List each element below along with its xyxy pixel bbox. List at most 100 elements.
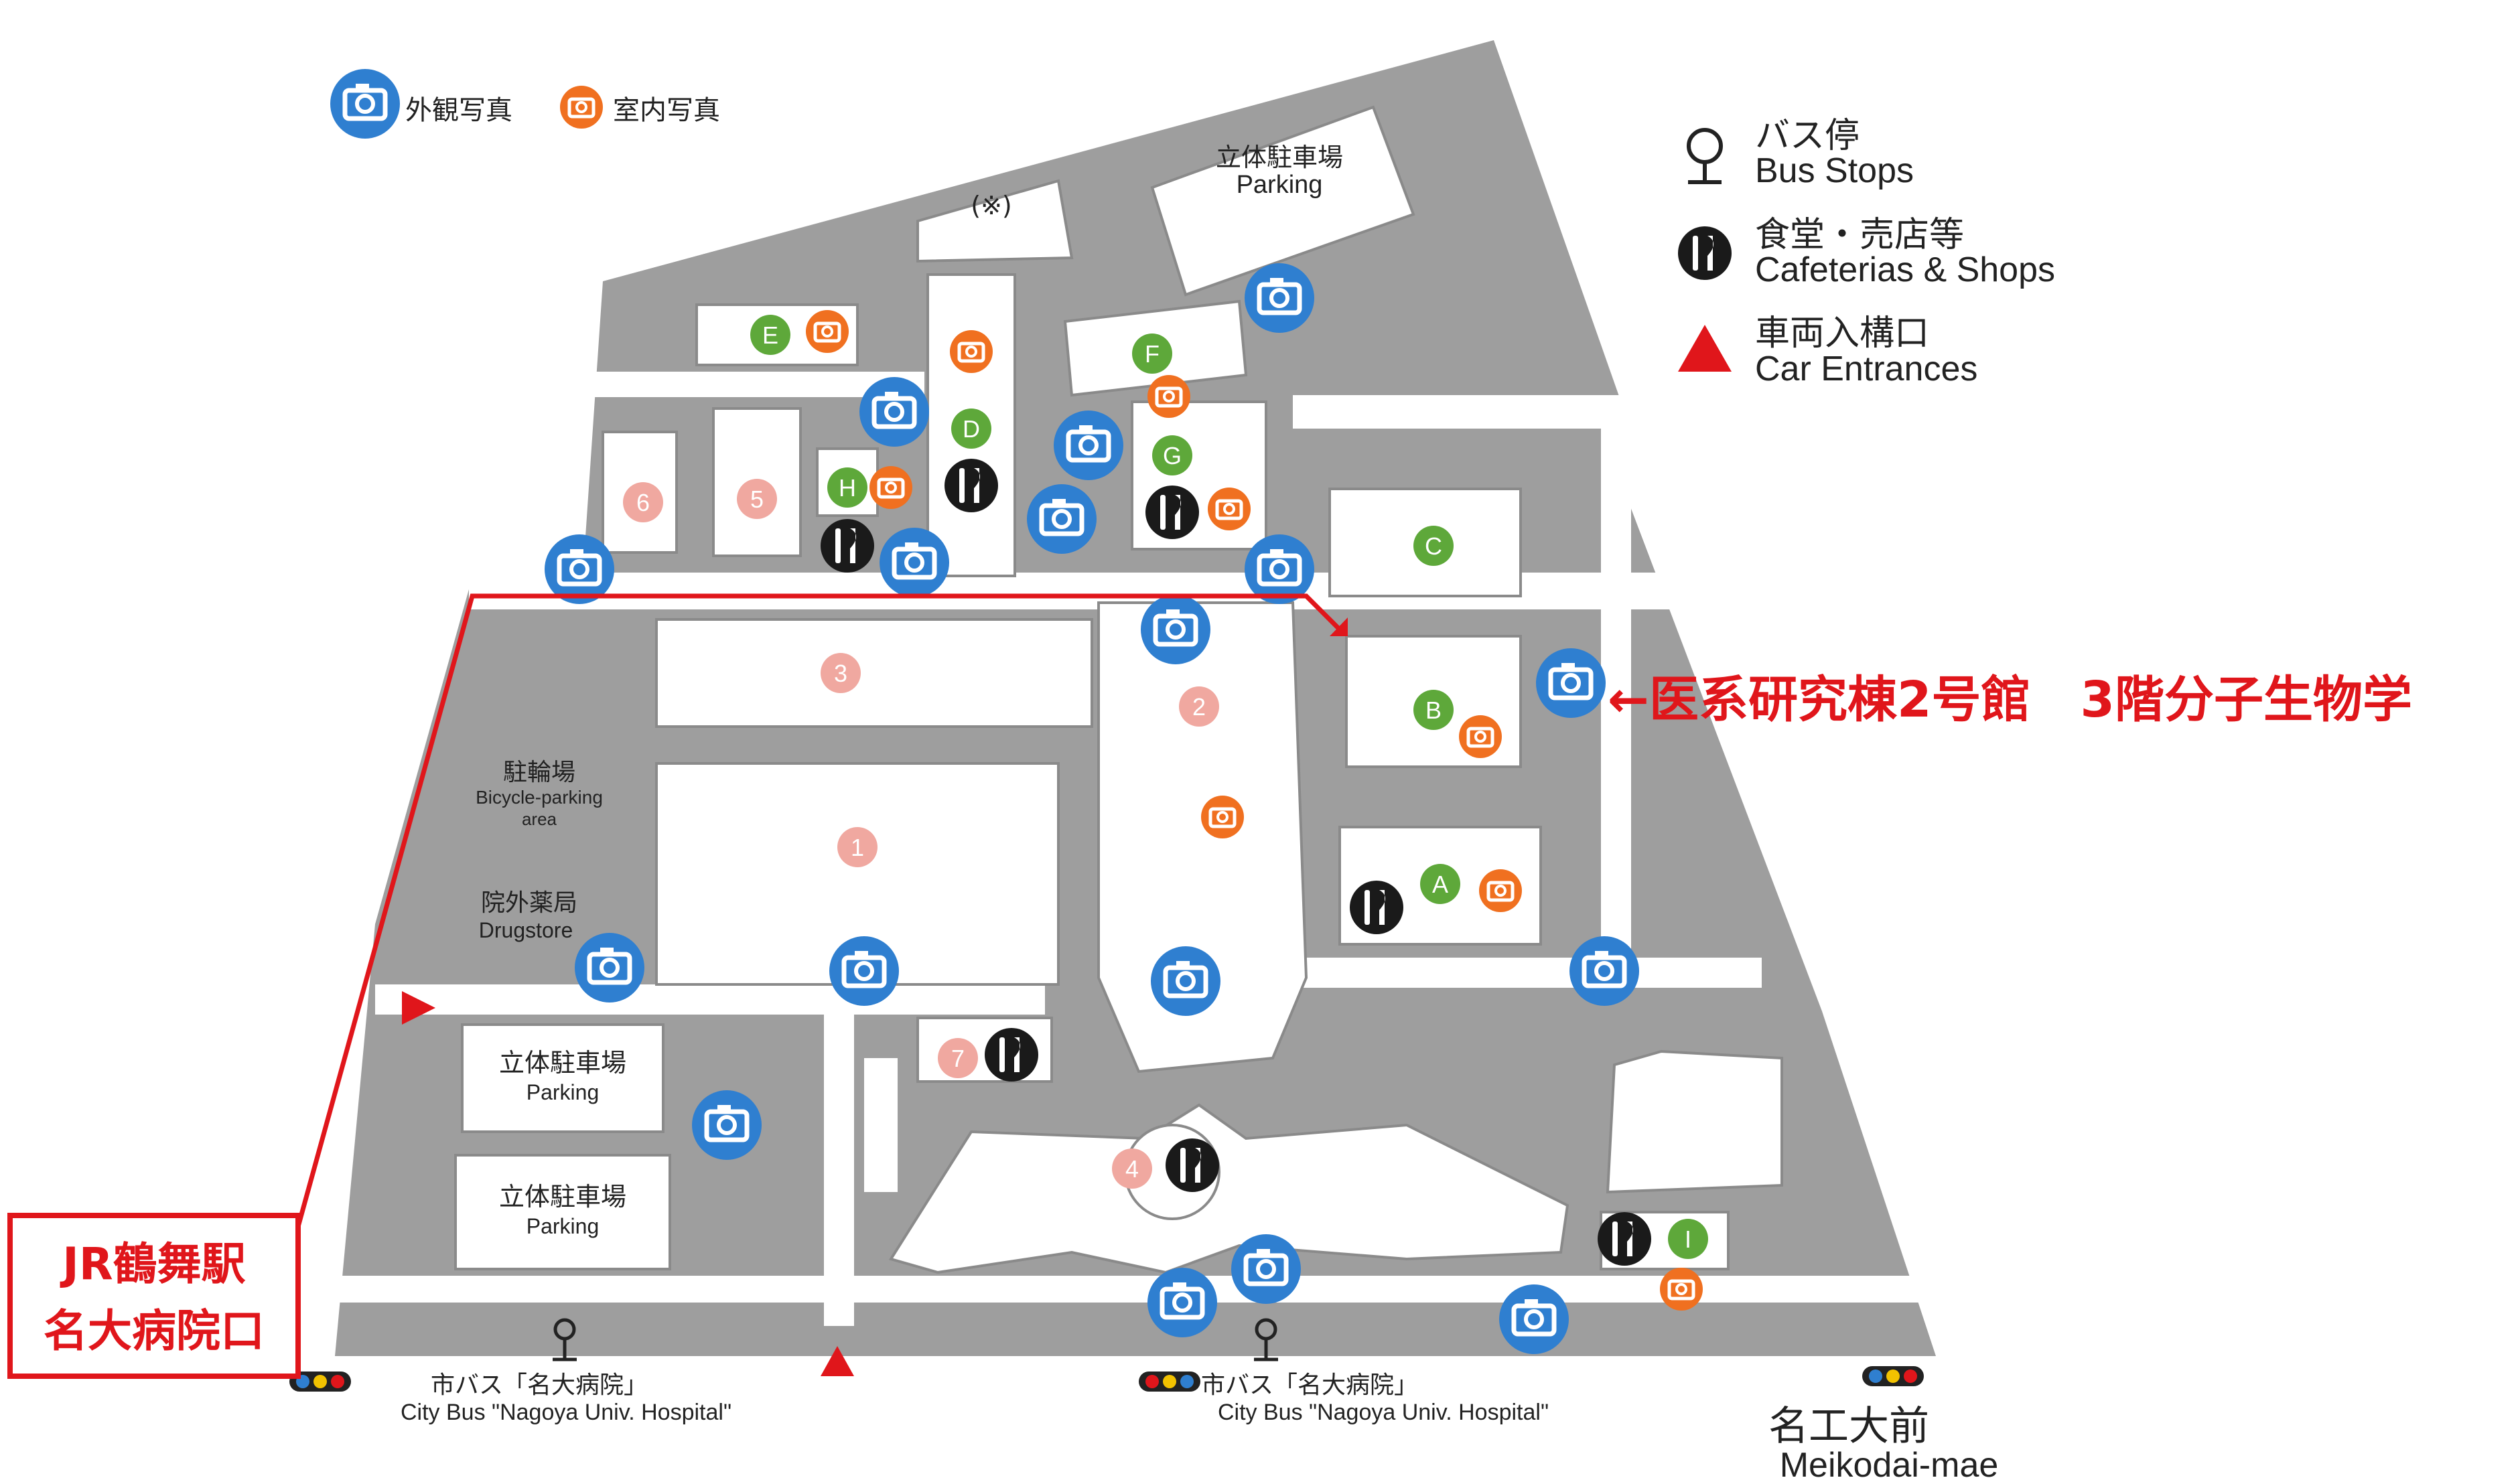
svg-text:Parking: Parking — [527, 1080, 600, 1104]
svg-text:(※): (※) — [971, 191, 1012, 220]
parking-building-top: 立体駐車場 Parking — [1150, 105, 1415, 297]
camera-exterior-icon — [545, 534, 614, 604]
car-entrances — [402, 991, 854, 1376]
camera-exterior-icon — [1147, 1268, 1217, 1337]
fork-icon — [1166, 1138, 1219, 1192]
letter-i: I — [1668, 1219, 1708, 1259]
svg-text:I: I — [1685, 1226, 1691, 1253]
photo-legend: 外観写真 室内写真 — [330, 69, 720, 139]
svg-text:駐輪場: 駐輪場 — [503, 759, 575, 786]
letter-e: E — [750, 315, 790, 355]
camera-exterior-icon — [1499, 1284, 1569, 1354]
number-1: 1 — [837, 827, 878, 867]
svg-text:Bus Stops: Bus Stops — [1755, 151, 1914, 190]
camera-exterior-icon — [880, 528, 949, 597]
fork-icon — [985, 1028, 1038, 1082]
bus-stop-label-1: 市バス「名大病院」 City Bus "Nagoya Univ. Hospita… — [401, 1372, 731, 1425]
svg-text:車両入構口: 車両入構口 — [1755, 313, 1929, 354]
bus-stop-label-2: 市バス「名大病院」 City Bus "Nagoya Univ. Hospita… — [1201, 1372, 1549, 1425]
svg-text:Drugstore: Drugstore — [479, 918, 573, 942]
svg-text:院外薬局: 院外薬局 — [481, 889, 577, 917]
fork-icon — [1145, 486, 1199, 539]
bicycle-parking: 駐輪場 Bicycle-parking area — [476, 759, 603, 829]
camera-exterior-icon — [1231, 1234, 1301, 1304]
svg-text:食堂・売店等: 食堂・売店等 — [1755, 215, 1964, 255]
svg-text:Meikodai-mae: Meikodai-mae — [1780, 1446, 1999, 1482]
svg-text:City Bus "Nagoya Univ. Hospita: City Bus "Nagoya Univ. Hospital" — [1218, 1400, 1549, 1425]
camera-exterior-icon — [1027, 484, 1097, 554]
svg-text:City Bus "Nagoya Univ. Hospita: City Bus "Nagoya Univ. Hospital" — [401, 1400, 731, 1425]
camera-exterior-icon — [829, 936, 899, 1006]
camera-interior-icon — [1660, 1268, 1703, 1311]
number-3: 3 — [821, 653, 861, 693]
svg-text:E: E — [762, 321, 778, 349]
svg-text:Car Entrances: Car Entrances — [1755, 350, 1977, 388]
building-numbers: 1 2 3 4 5 6 7 — [623, 479, 1219, 1189]
svg-text:H: H — [839, 474, 856, 502]
svg-text:1: 1 — [851, 834, 864, 861]
bus-stop-pins — [553, 1318, 1278, 1361]
car-entrance-icon — [1678, 325, 1732, 372]
svg-text:3: 3 — [834, 660, 847, 687]
number-2: 2 — [1179, 686, 1219, 727]
svg-text:2: 2 — [1192, 693, 1206, 721]
svg-text:area: area — [522, 809, 557, 829]
camera-interior-icon — [1479, 869, 1522, 912]
camera-exterior-icon — [1245, 263, 1314, 333]
svg-text:D: D — [963, 415, 980, 443]
svg-text:立体駐車場: 立体駐車場 — [1216, 143, 1343, 172]
svg-text:A: A — [1432, 871, 1448, 898]
camera-interior-icon — [1147, 375, 1190, 418]
camera-exterior-icon — [1536, 648, 1606, 718]
camera-interior-icon — [560, 86, 603, 129]
route-line — [292, 593, 1345, 1240]
camera-interior-icon — [1459, 715, 1502, 758]
letter-h: H — [827, 467, 867, 508]
camera-exterior-icon — [1151, 946, 1220, 1016]
camera-interior-icon — [869, 466, 912, 509]
route-arrowhead — [1330, 617, 1348, 636]
svg-text:G: G — [1163, 442, 1182, 469]
camera-exterior-icon — [1054, 411, 1123, 480]
svg-text:F: F — [1145, 340, 1160, 368]
letter-f: F — [1132, 334, 1172, 374]
station-label: 名工大前 Meikodai-mae — [1768, 1403, 1998, 1482]
camera-exterior-icon — [330, 69, 400, 139]
car-entrance-marker — [821, 1346, 854, 1376]
svg-text:JR鶴舞駅: JR鶴舞駅 — [60, 1238, 245, 1290]
fork-icon — [1350, 881, 1403, 934]
letter-c: C — [1413, 526, 1454, 566]
svg-text:立体駐車場: 立体駐車場 — [499, 1182, 626, 1211]
svg-text:バス停: バス停 — [1755, 116, 1860, 156]
traffic-lights — [289, 1366, 1924, 1392]
svg-text:Cafeterias & Shops: Cafeterias & Shops — [1755, 250, 2055, 289]
svg-text:5: 5 — [750, 486, 764, 513]
svg-text:市バス「名大病院」: 市バス「名大病院」 — [431, 1372, 648, 1399]
car-entrance-marker — [402, 991, 435, 1025]
parking-building-left2: 立体駐車場 Parking — [454, 1154, 671, 1270]
svg-text:Parking: Parking — [527, 1214, 600, 1238]
svg-text:Bicycle-parking: Bicycle-parking — [476, 787, 603, 808]
fork-icon — [1678, 226, 1732, 280]
parking-building-left1: 立体駐車場 Parking — [461, 1023, 664, 1133]
camera-interior-icon — [1201, 796, 1244, 838]
camera-exterior-icon — [1569, 936, 1639, 1006]
building-i-upper — [1606, 1049, 1783, 1194]
svg-text:7: 7 — [951, 1045, 965, 1072]
camera-exterior-icon — [1141, 595, 1210, 664]
letter-b: B — [1413, 690, 1454, 730]
building-note: (※) — [916, 179, 1074, 263]
svg-text:6: 6 — [636, 489, 650, 516]
fork-icon — [1598, 1212, 1651, 1266]
letter-a: A — [1420, 864, 1460, 904]
svg-text:Parking: Parking — [1237, 171, 1323, 199]
number-7: 7 — [938, 1038, 978, 1078]
camera-interior-icon — [806, 310, 849, 353]
number-4: 4 — [1112, 1148, 1152, 1189]
svg-text:B: B — [1425, 696, 1442, 724]
camera-exterior-icon — [859, 377, 929, 447]
camera-interior-icon — [1208, 488, 1251, 530]
svg-text:外観写真: 外観写真 — [405, 95, 512, 126]
building-letters: A B C D E F G H I — [750, 315, 1708, 1259]
